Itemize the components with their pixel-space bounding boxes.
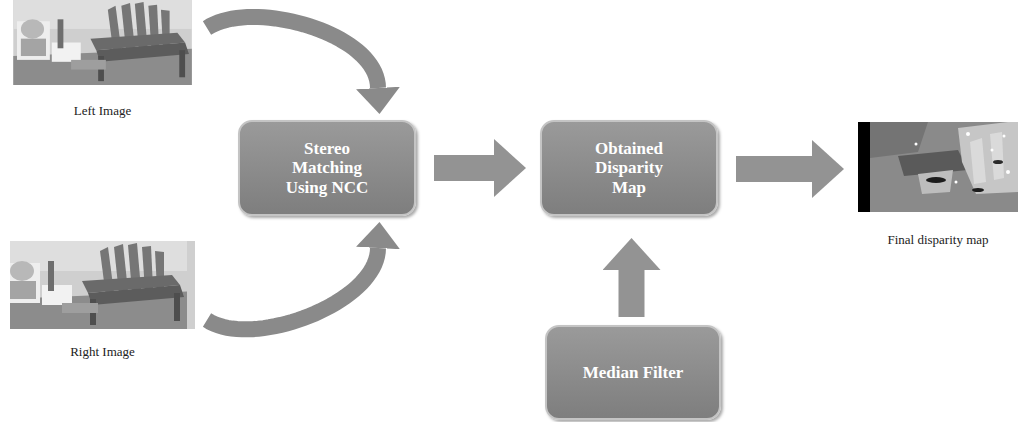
flow-arrow	[736, 156, 812, 182]
box-label: Median Filter	[581, 363, 685, 382]
process-box: Stereo Matching Using NCC	[238, 120, 416, 216]
photo-illustration	[858, 122, 1018, 212]
photo-content	[13, 0, 195, 85]
flow-arrow	[207, 248, 378, 329]
image-caption: Final disparity map	[858, 232, 1018, 248]
process-box: Obtained Disparity Map	[540, 120, 718, 216]
box-label: Obtained Disparity Map	[577, 139, 681, 196]
flow-arrow	[434, 155, 494, 181]
image-caption: Right Image	[10, 344, 195, 360]
image-caption: Left Image	[10, 103, 195, 119]
photo-content	[10, 241, 195, 329]
photo-content	[858, 122, 1018, 212]
box-label: Stereo Matching Using NCC	[275, 139, 379, 196]
photo-illustration	[10, 240, 195, 330]
flow-arrow	[619, 270, 645, 317]
process-box: Median Filter	[545, 325, 721, 420]
flow-arrow	[207, 17, 378, 88]
image-panel: Right Image	[10, 240, 195, 360]
photo-illustration	[10, 0, 195, 85]
image-panel: Left Image	[10, 0, 195, 119]
image-panel: Final disparity map	[858, 122, 1018, 248]
